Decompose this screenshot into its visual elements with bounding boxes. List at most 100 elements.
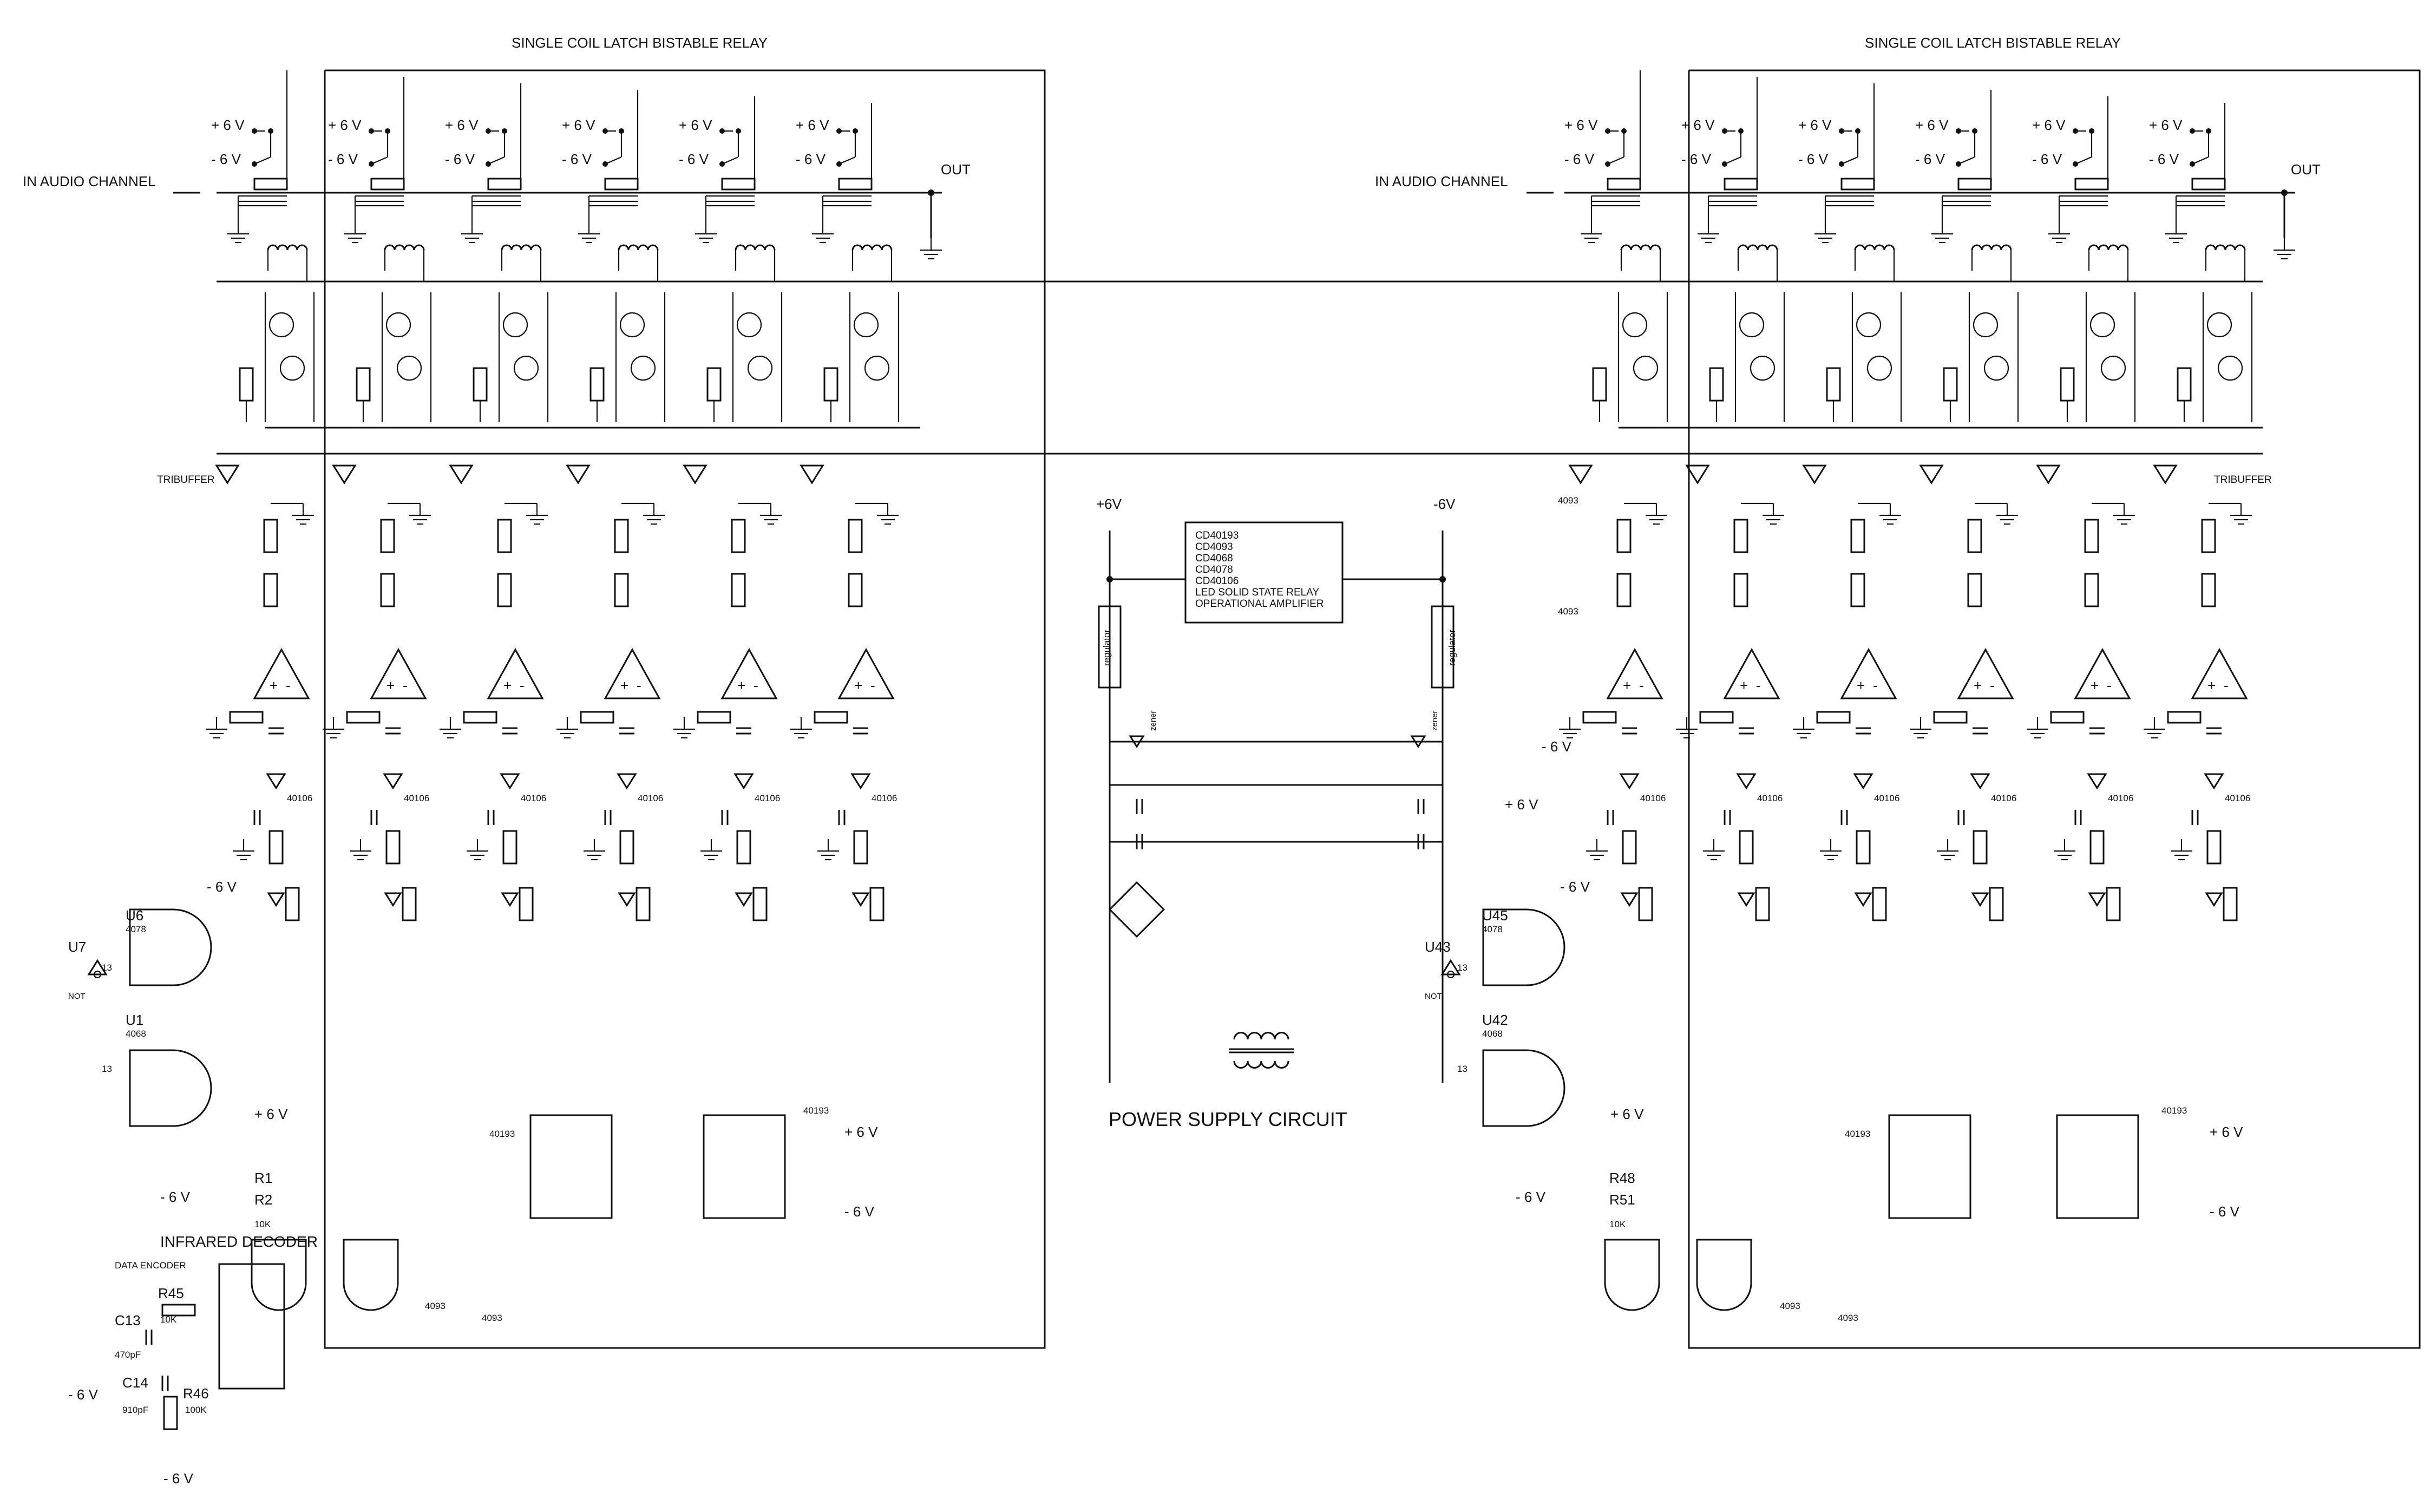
bias-resistor [1967,519,1982,553]
supply-minus-label: - 6 V [562,151,592,167]
capacitor [1856,727,1871,735]
bias-resistor [848,519,863,553]
transformer-secondary-icon [1260,1061,1276,1069]
ground-icon [643,503,665,525]
ground-icon [1698,222,1719,244]
ground-icon [350,839,371,861]
u1-label: U1 [126,1012,143,1028]
led-diode-icon [2088,892,2106,907]
capacitor [253,810,261,825]
decoder-sub: DATA ENCODER [115,1260,186,1271]
transformer-secondary-icon [1274,1061,1289,1069]
left-r2: R2 [254,1192,272,1208]
r45-icon [161,1304,196,1317]
u42-out-pin: 13 [1457,1064,1467,1074]
ps-ic-6: LED SOLID STATE RELAY [1195,587,1319,598]
right-supply-minus: - 6 V [1560,879,1590,895]
coil-icon [2088,244,2100,251]
ic-list-box [1184,521,1344,624]
ground-icon [812,222,834,244]
coil-icon [520,244,532,251]
coil-icon [413,244,425,251]
bias-resistor [2201,519,2216,553]
base-resistor [356,367,371,402]
led-diode-icon [501,892,519,907]
ground-icon [2165,222,2187,244]
transformer-primary-icon [1274,1032,1289,1040]
opamp-minus: - [2107,677,2112,693]
capacitor [385,727,401,735]
right-r-value: 10K [1609,1219,1626,1229]
ground-icon [695,222,717,244]
ground-icon [2274,238,2295,260]
opamp-plus: + [1623,677,1631,693]
coil-icon [296,244,308,251]
and-gate-icon [1482,1049,1565,1127]
ps-ic-2: CD4093 [1195,541,1233,553]
led-resistor [1755,887,1770,921]
led-resistor [2223,887,2238,921]
u45-label: U45 [1482,907,1508,924]
contact [2073,128,2078,134]
ground-icon [1996,503,2018,525]
coil-icon [1640,244,1652,251]
contact [2073,161,2078,167]
capacitor [2206,727,2222,735]
relay-resistor [253,178,288,191]
right-gate-plus: + 6 V [1505,796,1538,813]
coil-icon [764,244,776,251]
capacitor [838,810,846,825]
led-diode-icon [1971,892,1989,907]
base-resistor [239,367,254,402]
coil-icon [1757,244,1768,251]
opamp-minus: - [1639,677,1644,693]
relay-title-right: SINGLE COIL LATCH BISTABLE RELAY [1865,35,2121,51]
ground-icon [1931,222,1953,244]
ps-zener-left: zener [1149,710,1158,731]
coil-icon [277,244,289,251]
tribuffer-icon [2153,464,2178,485]
wire [1688,69,2421,1349]
coil-icon [501,244,513,251]
led-diode-icon [618,892,636,907]
u6-code: 4078 [126,924,146,934]
nand-gate-icon [1696,1239,1752,1311]
r46-value: 100K [185,1405,207,1415]
contact [1956,161,1961,167]
supply-minus-label: - 6 V [2149,151,2179,167]
capacitor [2074,810,2082,825]
base-resistor [1592,367,1607,402]
ground-icon [790,717,812,739]
input-resistor [1699,711,1734,724]
opamp-icon [487,647,544,699]
capacitor [1136,799,1143,814]
bias-resistor [614,519,629,553]
supply-minus-label: - 6 V [1681,151,1712,167]
capacitor [853,727,868,735]
bias-resistor [380,519,395,553]
transistor-icon [2217,355,2243,381]
transistor-icon [630,355,656,381]
wire [1841,156,1858,165]
input-resistor [1816,711,1851,724]
ps-regulator-left: regulator [1102,630,1112,666]
rc-resistor [2206,830,2222,865]
wire [838,156,856,165]
wire [1958,156,1975,165]
inverter-code: 40106 [2108,793,2133,803]
coil-icon [627,244,639,251]
ground-icon [440,717,461,739]
transistor-icon [2100,355,2126,381]
led-resistor [1638,887,1653,921]
schmitt-inverter-icon [2087,773,2107,790]
contact [836,161,842,167]
wire [1607,156,1624,165]
transistor-icon [2089,312,2115,338]
or-gate-icon [129,908,212,986]
led-diode-icon [1620,892,1639,907]
u42-label: U42 [1482,1012,1508,1028]
capacitor [721,810,729,825]
led-resistor [285,887,300,921]
coil-icon [286,244,298,251]
ground-icon [1820,839,1842,861]
